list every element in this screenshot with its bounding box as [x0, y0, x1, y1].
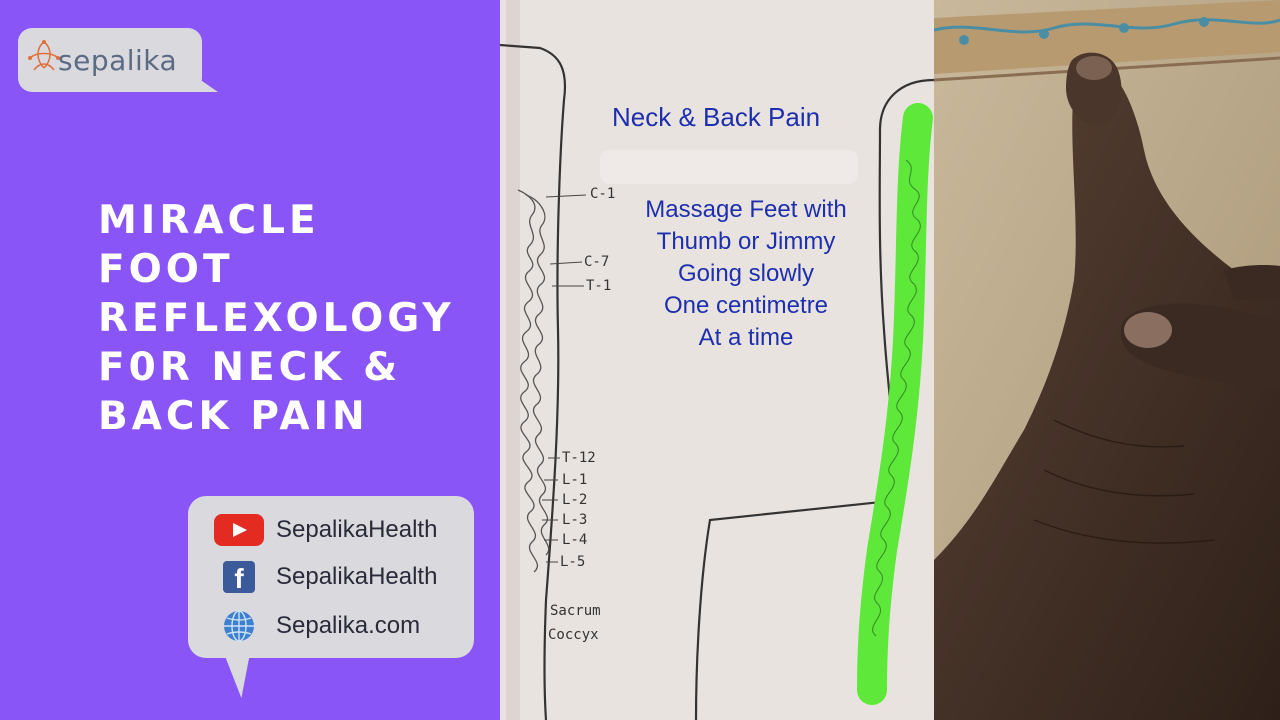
instruction-line-2: Thumb or Jimmy: [656, 228, 836, 255]
instruction-line-5: At a time: [698, 324, 794, 351]
foot-spine-diagram: [500, 0, 934, 720]
social-youtube[interactable]: SepalikaHealth: [214, 514, 437, 546]
label-coccyx: Coccyx: [548, 627, 599, 643]
social-facebook[interactable]: f SepalikaHealth: [214, 561, 437, 593]
label-l2: L-2: [562, 492, 588, 508]
instruction-line-4: One centimetre: [663, 292, 829, 319]
foot-photo: [934, 0, 1280, 720]
facebook-icon: f: [223, 561, 255, 593]
youtube-handle: SepalikaHealth: [276, 516, 438, 543]
label-l1: L-1: [562, 472, 588, 488]
youtube-icon: [214, 514, 264, 546]
instruction-line-1: Massage Feet with: [645, 196, 847, 223]
website-url: Sepalika.com: [276, 612, 421, 639]
diagram-title: Neck & Back Pain: [612, 102, 821, 132]
label-sacrum: Sacrum: [550, 603, 601, 619]
label-c1: C-1: [590, 186, 616, 202]
label-l4: L-4: [562, 532, 588, 548]
label-l3: L-3: [562, 512, 588, 528]
spine-diagram-panel: Neck & Back Pain Massage Feet with Thumb…: [500, 0, 934, 720]
headline-line-5: BACK PAIN: [98, 394, 369, 439]
left-panel: sepalika MIRACLE FOOT REFLEXOLOGY F0R NE…: [0, 0, 500, 720]
logo-bubble-tail: [186, 70, 218, 92]
instruction-line-3: Going slowly: [677, 260, 815, 287]
massage-instructions: Massage Feet with Thumb or Jimmy Going s…: [616, 194, 876, 354]
label-l5: L-5: [560, 554, 586, 570]
social-website[interactable]: Sepalika.com: [214, 609, 420, 643]
headline-line-1: MIRACLE: [98, 198, 320, 243]
foot-massage-photo: [934, 0, 1280, 720]
headline-line-3: REFLEXOLOGY: [98, 296, 455, 341]
headline: MIRACLE FOOT REFLEXOLOGY F0R NECK & BACK…: [98, 196, 478, 441]
sepalika-logo-icon: [28, 40, 60, 71]
headline-line-4: F0R NECK &: [98, 345, 402, 390]
label-t12: T-12: [562, 450, 596, 466]
globe-icon: [224, 610, 254, 642]
label-t1: T-1: [586, 278, 612, 294]
headline-line-2: FOOT: [98, 247, 234, 292]
logo-text: sepalika: [58, 44, 178, 77]
label-c7: C-7: [584, 254, 610, 270]
facebook-handle: SepalikaHealth: [276, 563, 438, 590]
